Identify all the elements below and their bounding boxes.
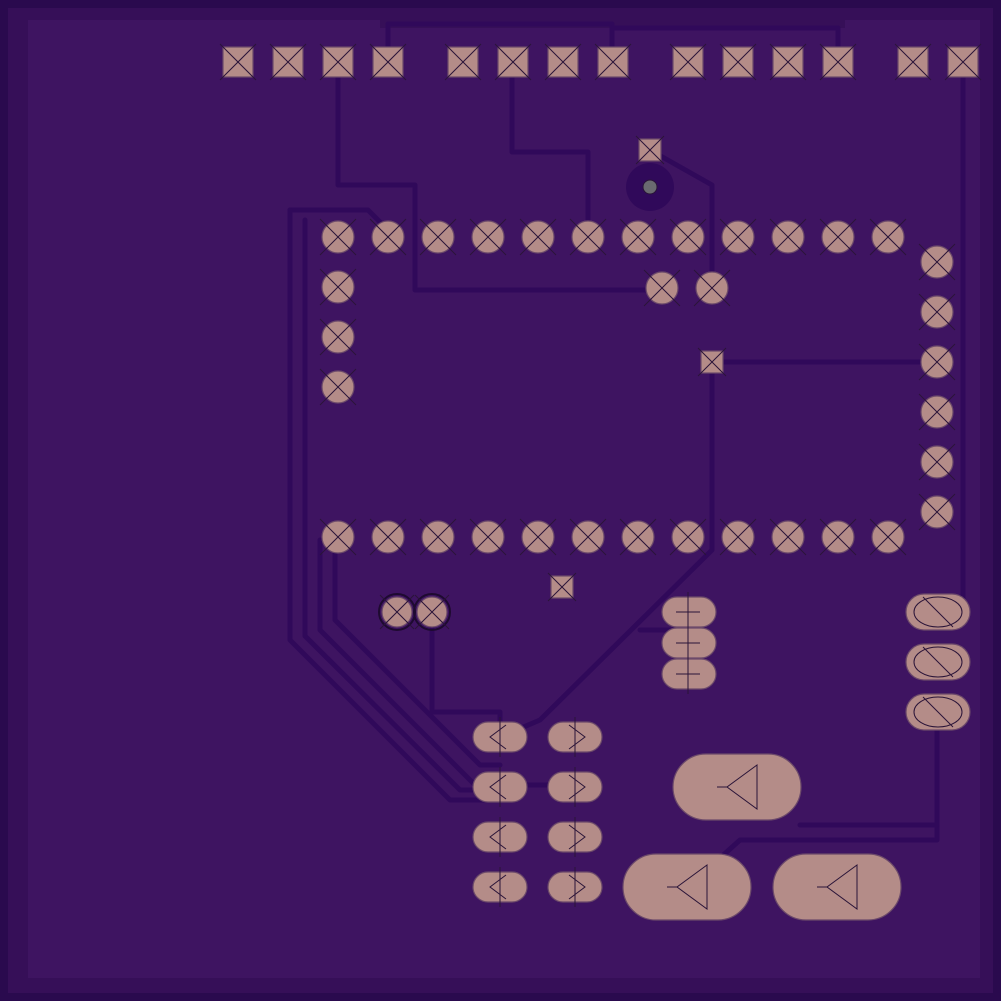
power-pad — [672, 753, 802, 821]
power-pad — [772, 853, 902, 921]
copper-pour — [28, 20, 980, 978]
power-pad — [622, 853, 752, 921]
pad-layer — [219, 43, 982, 921]
via — [642, 179, 658, 195]
